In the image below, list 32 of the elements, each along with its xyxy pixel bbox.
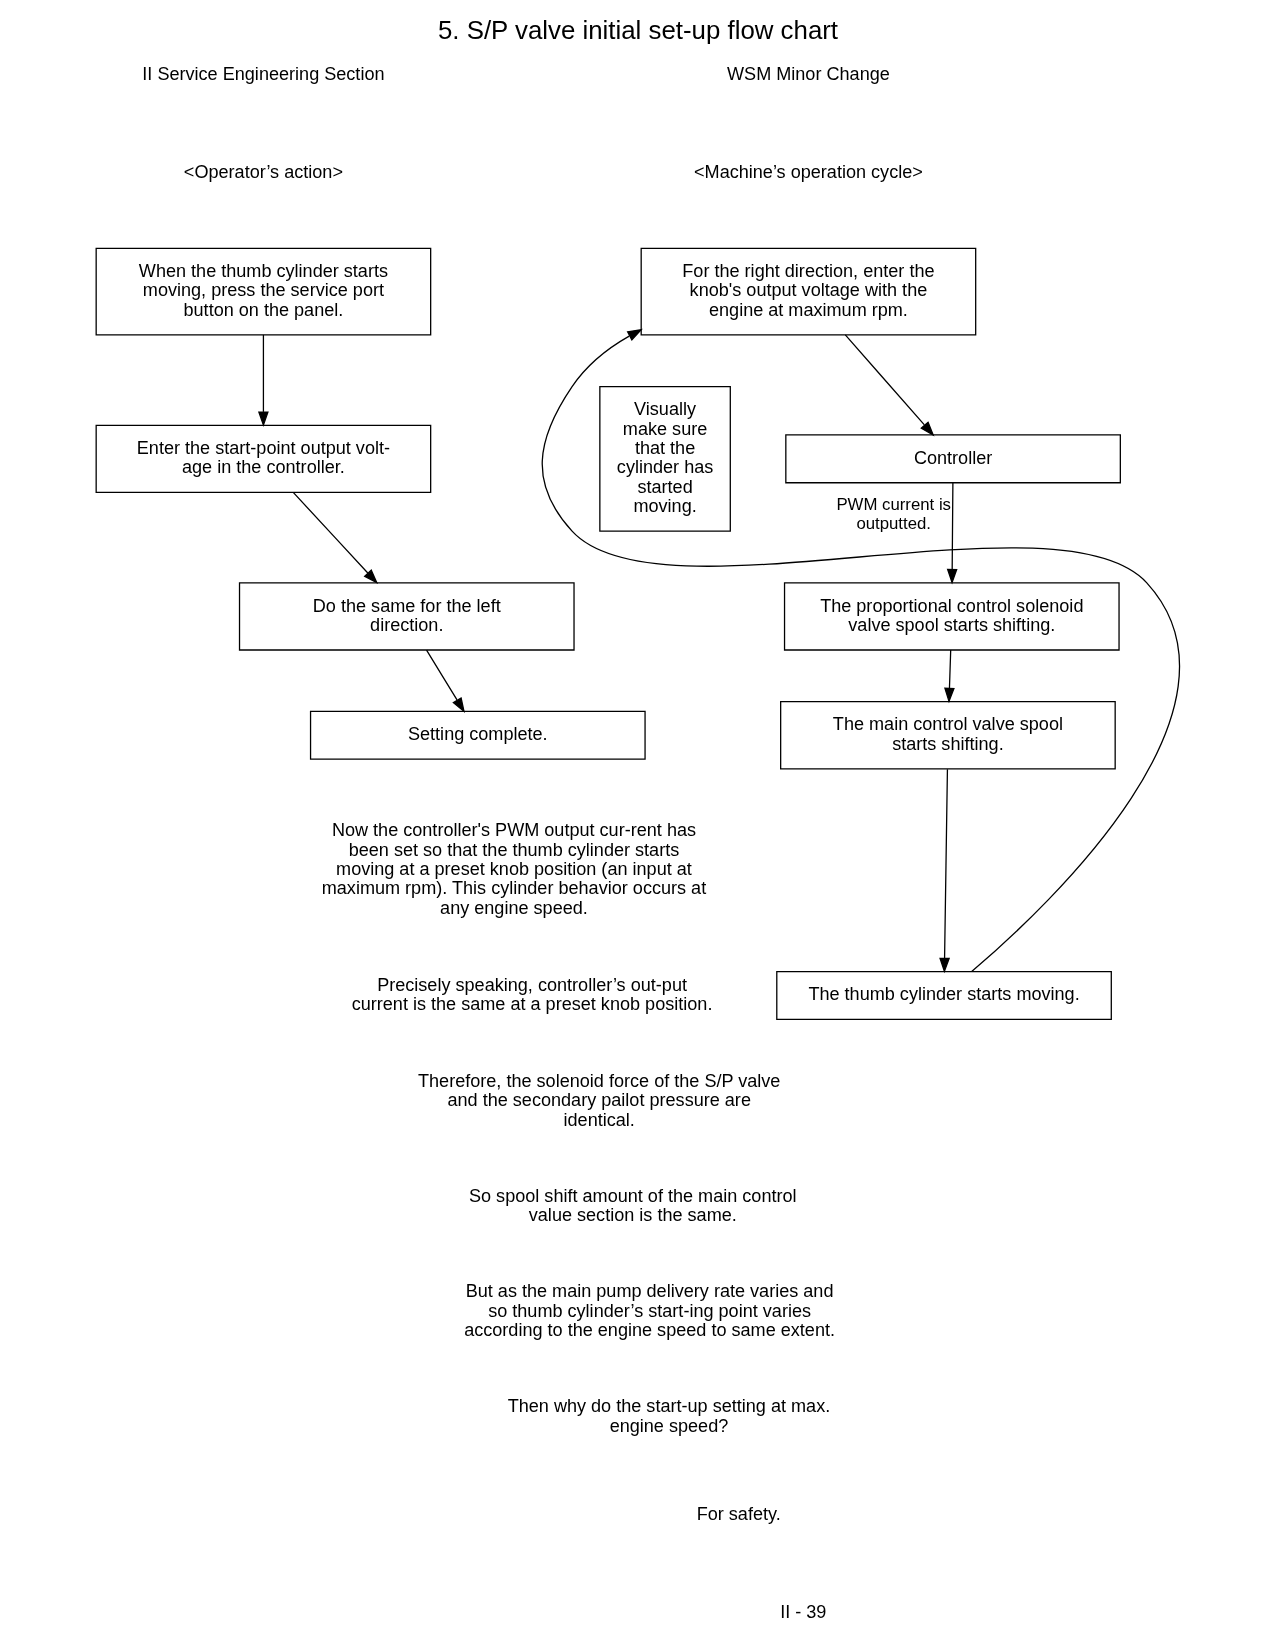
arrow: [946, 482, 958, 585]
label: WSM Minor Change: [726, 64, 890, 85]
edge-label: PWM current is outputted.: [835, 495, 951, 533]
node-box: Enter the start-point output volt-age in the controller.: [95, 424, 431, 494]
label: Therefore, the solenoid force of the S/P valve and the secondary pailot pressure are identical.: [417, 1070, 780, 1130]
label: II Service Engineering Section: [141, 64, 385, 85]
label: <Machine’s operation cycle>: [693, 162, 923, 183]
node-box: For the right direction, enter the knob's output voltage with the engine at maximum rpm.: [640, 247, 976, 336]
node-box: Controller: [784, 434, 1121, 484]
arrow: [541, 328, 1179, 973]
node-box: When the thumb cylinder starts moving, press the service port button on the panel.: [95, 247, 431, 336]
label: So spool shift amount of the main control value section is the same.: [468, 1185, 797, 1226]
node-box: Do the same for the left direction.: [238, 582, 575, 651]
label: Then why do the start-up setting at max. engine speed?: [507, 1396, 830, 1436]
arrow: [943, 649, 955, 704]
label: Now the controller's PWM output cur-rent has been set so that the thumb cylinder starts moving at a preset knob position (an input at maximum rpm). This cylinder behavior occurs at any engine speed.: [321, 820, 706, 918]
arrow: [938, 768, 950, 974]
node-box: The thumb cylinder starts moving.: [775, 970, 1112, 1020]
label: <Operator’s action>: [183, 162, 343, 183]
node-box: The proportional control solenoid valve spool starts shifting.: [783, 582, 1120, 651]
label: But as the main pump delivery rate varies and so thumb cylinder’s start-ing point varies according to the engine speed to same extent.: [463, 1281, 835, 1341]
arrow: [425, 649, 465, 713]
diagram-title: 5. S/P valve initial set-up flow chart: [437, 16, 838, 45]
arrow: [257, 334, 269, 427]
arrow: [292, 492, 378, 585]
node-box: Setting complete.: [309, 710, 646, 760]
arrow: [844, 334, 934, 437]
node-box: The main control valve spool starts shifting.: [779, 701, 1116, 770]
label: II - 39: [779, 1602, 826, 1623]
node-box: Visually make sure that the cylinder has started moving.: [598, 385, 731, 532]
label: For safety.: [696, 1504, 781, 1525]
label: Precisely speaking, controller’s out-put current is the same at a preset knob position.: [351, 974, 712, 1014]
